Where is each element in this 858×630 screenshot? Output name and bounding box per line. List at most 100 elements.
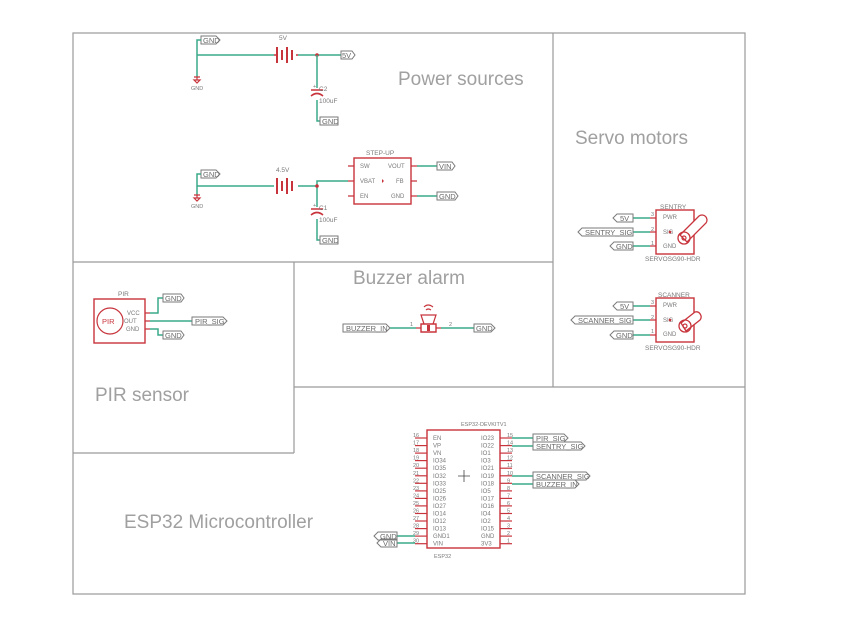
esp32-pin-label: IO34 [433,459,447,465]
svg-text:GND: GND [203,170,220,179]
esp32-pin-number: 9 [507,478,510,484]
gnd-net-label [162,293,185,303]
esp32-pin-label: IO27 [433,504,447,510]
outer-frame [72,32,746,595]
pir-sensor: PIR PIR VCC OUT GND GND PIR_SIG GND [93,291,228,344]
esp32-pin-label: IO17 [481,496,495,502]
svg-text:PIR_SIG: PIR_SIG [536,434,566,443]
svg-text:GND: GND [616,331,633,340]
svg-text:STEP-UP: STEP-UP [366,150,394,157]
stepup-module: STEP-UP SW VBAT EN VOUT FB GND [348,150,417,205]
esp32-pin-label: VN [433,451,441,457]
power-circuit-stepup: GND GND 4.5V + C1 100uF GND STEP-UP SW V [191,150,459,245]
svg-text:2: 2 [651,227,654,233]
esp32-pin-label: IO32 [433,474,447,480]
esp32-pin-number: 19 [413,456,419,462]
svg-text:FB: FB [396,179,404,185]
svg-text:SERVOSG90-HDR: SERVOSG90-HDR [645,345,701,352]
gnd-net-label [373,531,398,541]
svg-text:GND: GND [380,532,397,541]
svg-text:SCANNER_SIG: SCANNER_SIG [578,316,632,325]
svg-text:C1: C1 [319,205,328,212]
esp32-pin-number: 12 [507,456,513,462]
capacitor-c2: + C2 100uF [310,84,337,105]
gnd-net-label [200,35,221,45]
esp32-pin-label: IO19 [481,474,495,480]
esp32-pin-number: 25 [413,501,419,507]
gnd-net-label [162,330,185,340]
svg-text:VBAT: VBAT [360,179,376,185]
section-title-power: Power sources [398,69,524,90]
capacitor-c1: + C1 100uF [310,203,337,224]
svg-text:PWR: PWR [663,215,678,221]
esp32-pin-number: 26 [413,509,419,515]
vin-net-label [436,161,456,171]
esp32-pin-number: 24 [413,493,419,499]
svg-text:GND: GND [663,332,677,338]
svg-text:SIG: SIG [663,230,674,236]
scanner-sig-net-label [570,315,634,325]
svg-text:PIR: PIR [102,317,115,326]
esp32-pin-label: IO4 [481,512,491,518]
svg-text:GND: GND [126,327,140,333]
svg-text:BUZZER_IN: BUZZER_IN [536,480,578,489]
svg-text:SERVOSG90-HDR: SERVOSG90-HDR [645,256,701,263]
svg-text:GND: GND [439,192,456,201]
buzzer-in-net-label [342,323,391,333]
esp32-pin-label: 3V3 [481,542,492,548]
buzzer-icon [416,304,441,333]
svg-text:5V: 5V [620,214,629,223]
5v-net-label [340,50,356,60]
svg-text:SENTRY: SENTRY [660,204,687,211]
svg-text:PIR: PIR [118,291,129,298]
esp32-pin-label: VIN [433,542,443,548]
svg-text:VOUT: VOUT [388,164,405,170]
esp32-pin-number: 15 [507,433,513,439]
esp32-pin-label: IO18 [481,481,495,487]
esp32-pin-label: IO1 [481,451,491,457]
svg-text:ESP32-DEVKITV1: ESP32-DEVKITV1 [461,422,507,428]
svg-text:1: 1 [651,329,654,335]
5v-net-label [612,213,634,223]
esp32-pin-label: GND1 [433,534,450,540]
svg-text:SENTRY_SIG: SENTRY_SIG [585,228,633,237]
svg-text:SCANNER_SIG: SCANNER_SIG [536,472,590,481]
svg-text:SW: SW [360,164,370,170]
svg-text:SIG: SIG [663,318,674,324]
esp32-pin-label: IO14 [433,512,447,518]
esp32-pin-number: 7 [507,493,510,499]
servo-horn-icon [668,214,708,245]
servo-sentry: SENTRY PWR SIG GND 3 2 1 5V SENTRY_SIG G… [577,204,708,263]
ground-symbol: GND [191,204,203,210]
gnd-net-label [609,241,634,251]
svg-text:GND: GND [616,242,633,251]
5v-net-label [612,301,634,311]
esp32-pin-number: 13 [507,448,513,454]
svg-text:OUT: OUT [124,319,137,325]
svg-text:GND: GND [165,331,182,340]
servo-scanner: SCANNER PWR SIG GND 3 2 1 5V SCANNER_SIG… [570,292,702,352]
svg-text:PIR_SIG: PIR_SIG [195,317,225,326]
svg-text:VIN: VIN [383,539,396,548]
esp32-pin-label: IO21 [481,466,495,472]
svg-text:GND: GND [391,194,405,200]
esp32-pin-label: IO22 [481,444,495,450]
esp32-pin-number: 21 [413,471,419,477]
svg-text:BUZZER_IN: BUZZER_IN [346,324,388,333]
esp32-pin-label: IO33 [433,481,447,487]
section-title-pir: PIR sensor [95,385,190,406]
svg-text:100uF: 100uF [319,217,337,224]
pir-sig-net-label [532,433,569,443]
svg-text:VCC: VCC [127,311,140,317]
svg-text:GND: GND [165,294,182,303]
esp32-pins: EN16VP17VN18IO3419IO3520IO3221IO3322IO25… [413,433,513,548]
gnd-net-label [200,169,221,179]
esp32-pin-label: IO15 [481,527,495,533]
esp32-pin-label: IO26 [433,496,447,502]
esp32-pin-label: VP [433,444,441,450]
section-title-esp32: ESP32 Microcontroller [124,512,314,533]
svg-text:ESP32: ESP32 [434,554,451,560]
esp32-pin-number: 23 [413,486,419,492]
svg-text:GND: GND [476,324,493,333]
esp32-pin-number: 11 [507,463,513,469]
